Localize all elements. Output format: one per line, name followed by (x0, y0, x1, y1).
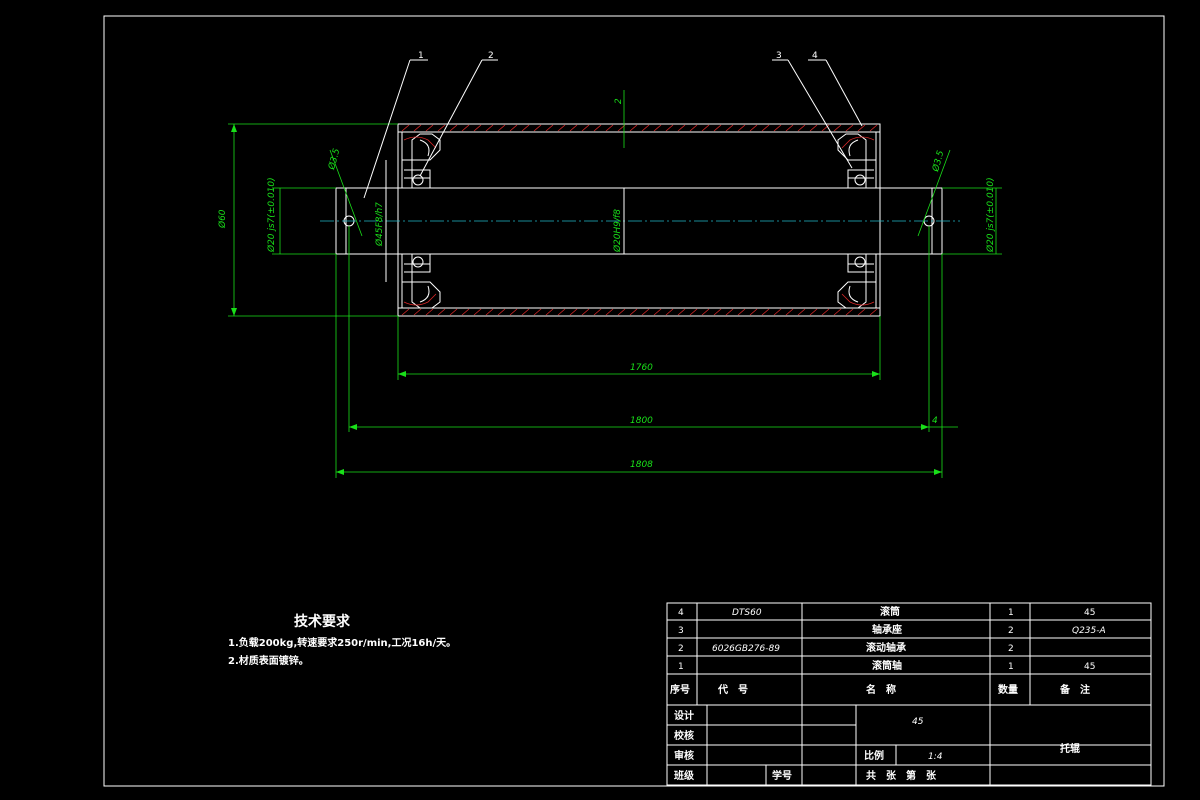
dim-hole-right: Ø3.5 (930, 149, 946, 174)
bom-row-2-seq: 2 (678, 644, 684, 654)
bom-header-qty: 数量 (998, 683, 1018, 696)
tube-hatch (401, 124, 878, 316)
dim-outer-dia: Ø60 (217, 209, 228, 229)
bom-header-name: 名 称 (866, 683, 896, 696)
bom-row-3-seq: 3 (678, 626, 684, 636)
tech-req-title: 技术要求 (294, 613, 351, 630)
balloon-1: 1 (418, 51, 424, 61)
tech-req-item-1: 1.负载200kg,转速要求250r/min,工况16h/天。 (228, 636, 456, 649)
tb-review-label: 审核 (674, 749, 694, 762)
bom-row-4-qty: 1 (1008, 608, 1014, 618)
tb-scale-value: 1:4 (928, 752, 943, 762)
balloon-3: 3 (776, 51, 782, 61)
bom-row-2-code: 6026GB276-89 (712, 644, 780, 654)
tb-scale-label: 比例 (864, 749, 884, 762)
bearing-housing-left-top (401, 132, 441, 188)
dim-length-total: 1808 (630, 460, 653, 470)
bill-of-materials: 4 DTS60 滚筒 1 45 3 轴承座 2 Q235-A 2 6026GB2… (666, 602, 1152, 706)
bom-row-2-qty: 2 (1008, 644, 1014, 654)
bom-row-1-name: 滚筒轴 (872, 659, 902, 672)
bom-row-2-name: 滚动轴承 (866, 641, 906, 654)
tech-req-item-2: 2.材质表面镀锌。 (228, 654, 309, 667)
dim-length-tube: 1760 (630, 363, 653, 373)
bom-header-note: 备 注 (1059, 683, 1090, 696)
dim-length-holes: 1800 (630, 416, 653, 426)
drawing-frame (103, 15, 1165, 787)
tb-class-label: 班级 (674, 769, 695, 782)
bom-row-3-qty: 2 (1008, 626, 1014, 636)
tb-check-label: 校核 (674, 729, 694, 742)
bom-row-4-code: DTS60 (732, 608, 762, 618)
dim-wall: 2 (614, 98, 624, 104)
tb-sheets: 共 张 第 张 (866, 769, 937, 782)
dim-offset: 4 (932, 416, 938, 426)
bom-row-3-note: Q235-A (1072, 626, 1106, 636)
bom-row-1-qty: 1 (1008, 662, 1014, 672)
tb-material: 45 (912, 717, 924, 727)
dim-bore: Ø45F8/h7 (374, 202, 385, 247)
bearing-housing-left-bottom (401, 254, 441, 309)
bom-row-1-note: 45 (1084, 662, 1095, 672)
roller-assembly-view (335, 123, 943, 317)
tb-design-label: 设计 (674, 709, 694, 722)
bom-row-4-seq: 4 (678, 608, 684, 618)
bom-header-seq: 序号 (670, 683, 690, 696)
tube-bottom-wall (397, 307, 881, 317)
bom-row-3-name: 轴承座 (872, 623, 902, 636)
technical-requirements: 技术要求 1.负载200kg,转速要求250r/min,工况16h/天。 2.材… (228, 613, 456, 667)
part-balloons: 1 2 3 4 (363, 51, 863, 199)
bearing-housing-right-top (837, 132, 877, 188)
tb-student-id-label: 学号 (772, 769, 792, 782)
bom-row-4-note: 45 (1084, 608, 1095, 618)
title-block: 设计 校核 审核 班级 学号 45 比例 1:4 共 张 第 张 托辊 (666, 704, 1152, 786)
balloon-4: 4 (812, 51, 818, 61)
bearing-housing-right-bottom (837, 254, 877, 309)
dim-journal-right: Ø20 js7(±0.010) (985, 177, 996, 253)
balloon-2: 2 (488, 51, 494, 61)
dim-journal-left: Ø20 js7(±0.010) (266, 177, 277, 253)
bom-row-4-name: 滚筒 (880, 605, 900, 618)
bom-header-code: 代 号 (717, 683, 748, 696)
dim-hole-left: Ø3.5 (326, 147, 342, 172)
tube-top-wall (397, 123, 881, 133)
tb-part-name: 托辊 (1060, 742, 1080, 755)
dim-shaft: Ø20H9/f8 (612, 209, 623, 253)
bom-row-1-seq: 1 (678, 662, 684, 672)
dimensions: Ø60 Ø20 js7(±0.010) Ø20 js7(±0.010) Ø45F… (217, 90, 1002, 478)
